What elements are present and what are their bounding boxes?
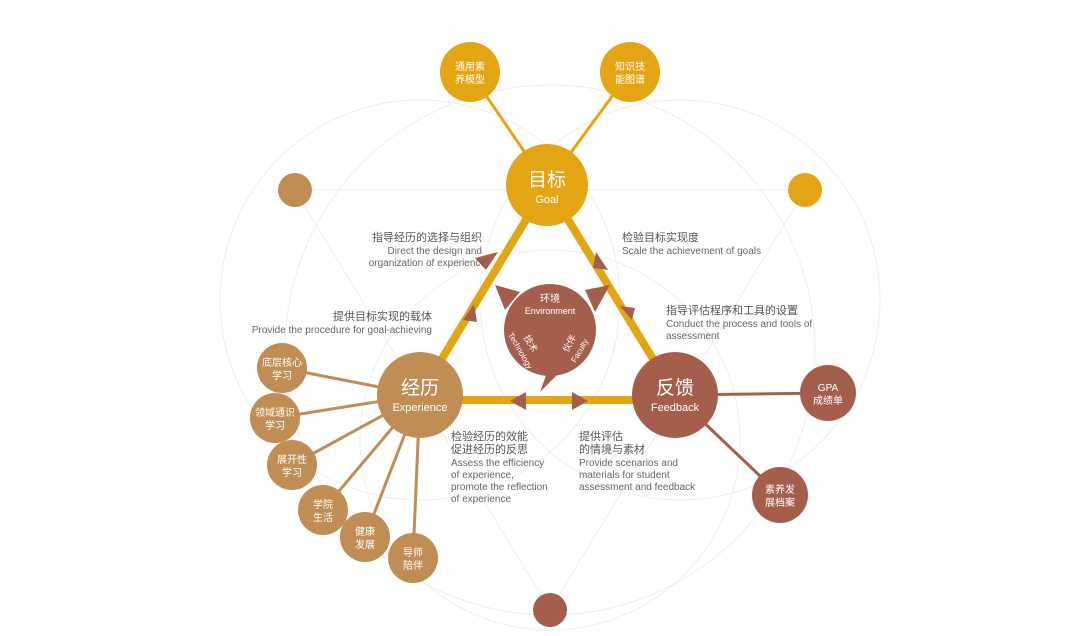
caption-goal-to-fb: 检验目标实现度 Scale the achievement of goals: [622, 230, 761, 257]
child-circle: [340, 512, 390, 562]
child-label: 陪伴: [403, 559, 423, 572]
child-circle: [800, 365, 856, 421]
child-circle: [752, 467, 808, 523]
feedback-zh: 反馈: [656, 377, 694, 399]
caption-en: promote the reflection: [451, 482, 548, 493]
arrow-icon: [463, 304, 477, 322]
child-label: 生活: [313, 511, 333, 524]
child-circle: [267, 440, 317, 490]
node-feedback: 反馈 Feedback: [632, 352, 718, 438]
child-label: 成绩单: [813, 394, 843, 407]
caption-zh: 检验经历的效能: [451, 429, 528, 443]
caption-en: Scale the achievement of goals: [622, 246, 761, 257]
arrow-icon: [510, 392, 526, 410]
child-circle: [257, 343, 307, 393]
child-label: 导师: [403, 546, 423, 559]
child-label: 能图谱: [615, 73, 645, 86]
decor-dot-right: [788, 173, 822, 207]
caption-exp-to-fb: 提供评估 的情境与素材 Provide scenarios and materi…: [579, 429, 696, 493]
goal-en: Goal: [535, 194, 558, 206]
caption-en: Provide scenarios and: [579, 458, 678, 469]
child-label: 学习: [272, 369, 292, 382]
child-label: 素养发: [765, 483, 795, 496]
caption-en: assessment: [666, 331, 720, 342]
child-circle: [440, 42, 500, 102]
experience-zh: 经历: [401, 377, 439, 399]
caption-en: Assess the efficiency: [451, 458, 544, 469]
caption-en: materials for student: [579, 470, 670, 481]
child-nodes: 通用素养模型知识技能图谱底层核心学习领域通识学习展开性学习学院生活健康发展导师陪…: [250, 42, 856, 583]
child-circle: [600, 42, 660, 102]
caption-goal-to-exp: 指导经历的选择与组织 Direct the design and organiz…: [369, 230, 487, 269]
child-label: GPA: [818, 383, 839, 394]
caption-en: Provide the procedure for goal-achieving: [252, 325, 432, 336]
child-label: 养模型: [455, 73, 485, 86]
caption-zh: 的情境与素材: [579, 442, 645, 456]
arrow-icon: [475, 252, 498, 270]
child-label: 学习: [265, 419, 285, 432]
node-experience: 经历 Experience: [377, 352, 463, 438]
env-zh: 环境: [540, 292, 560, 305]
caption-en: organization of experience: [369, 258, 487, 269]
caption-zh: 指导经历的选择与组织: [372, 230, 482, 244]
feedback-en: Feedback: [651, 402, 700, 414]
caption-zh: 指导评估程序和工具的设置: [666, 303, 798, 317]
goal-zh: 目标: [528, 169, 566, 191]
caption-zh: 提供评估: [579, 429, 623, 443]
node-goal: 目标 Goal: [506, 144, 588, 226]
child-label: 健康: [355, 525, 375, 538]
caption-fb-to-goal: 指导评估程序和工具的设置 Conduct the process and too…: [666, 303, 812, 342]
arrow-icon: [593, 252, 608, 270]
child-circle: [388, 533, 438, 583]
experience-en: Experience: [392, 402, 447, 414]
caption-en: assessment and feedback: [579, 482, 696, 493]
caption-zh: 促进经历的反思: [451, 442, 528, 456]
caption-en: of experience: [451, 494, 511, 505]
child-circle: [298, 485, 348, 535]
child-label: 学习: [282, 466, 302, 479]
child-label: 展开性: [277, 453, 307, 466]
child-label: 学院: [313, 498, 333, 511]
child-label: 底层核心: [262, 356, 302, 369]
center-environment: 环境 Environment 技术 Technology 伙伴 Faculty: [495, 284, 610, 392]
child-label: 发展: [355, 538, 375, 551]
child-label: 领域通识: [255, 406, 295, 419]
arrow-icon: [572, 392, 588, 410]
child-label: 通用素: [455, 60, 485, 73]
caption-en: of experience,: [451, 470, 514, 481]
child-circle: [250, 393, 300, 443]
arrow-icon: [620, 306, 635, 320]
caption-zh: 检验目标实现度: [622, 230, 699, 244]
caption-exp-to-goal: 提供目标实现的载体 Provide the procedure for goal…: [252, 309, 432, 336]
env-en: Environment: [525, 306, 576, 316]
flow-arrows: [463, 252, 635, 410]
child-label: 展档案: [765, 496, 795, 509]
caption-zh: 提供目标实现的载体: [333, 309, 432, 323]
caption-en: Direct the design and: [387, 246, 482, 257]
child-label: 知识技: [615, 60, 645, 73]
caption-fb-to-exp: 检验经历的效能 促进经历的反思 Assess the efficiency of…: [451, 429, 548, 505]
decor-dot-bottom: [533, 593, 567, 627]
caption-en: Conduct the process and tools of: [666, 319, 812, 330]
decor-dot-left: [278, 173, 312, 207]
